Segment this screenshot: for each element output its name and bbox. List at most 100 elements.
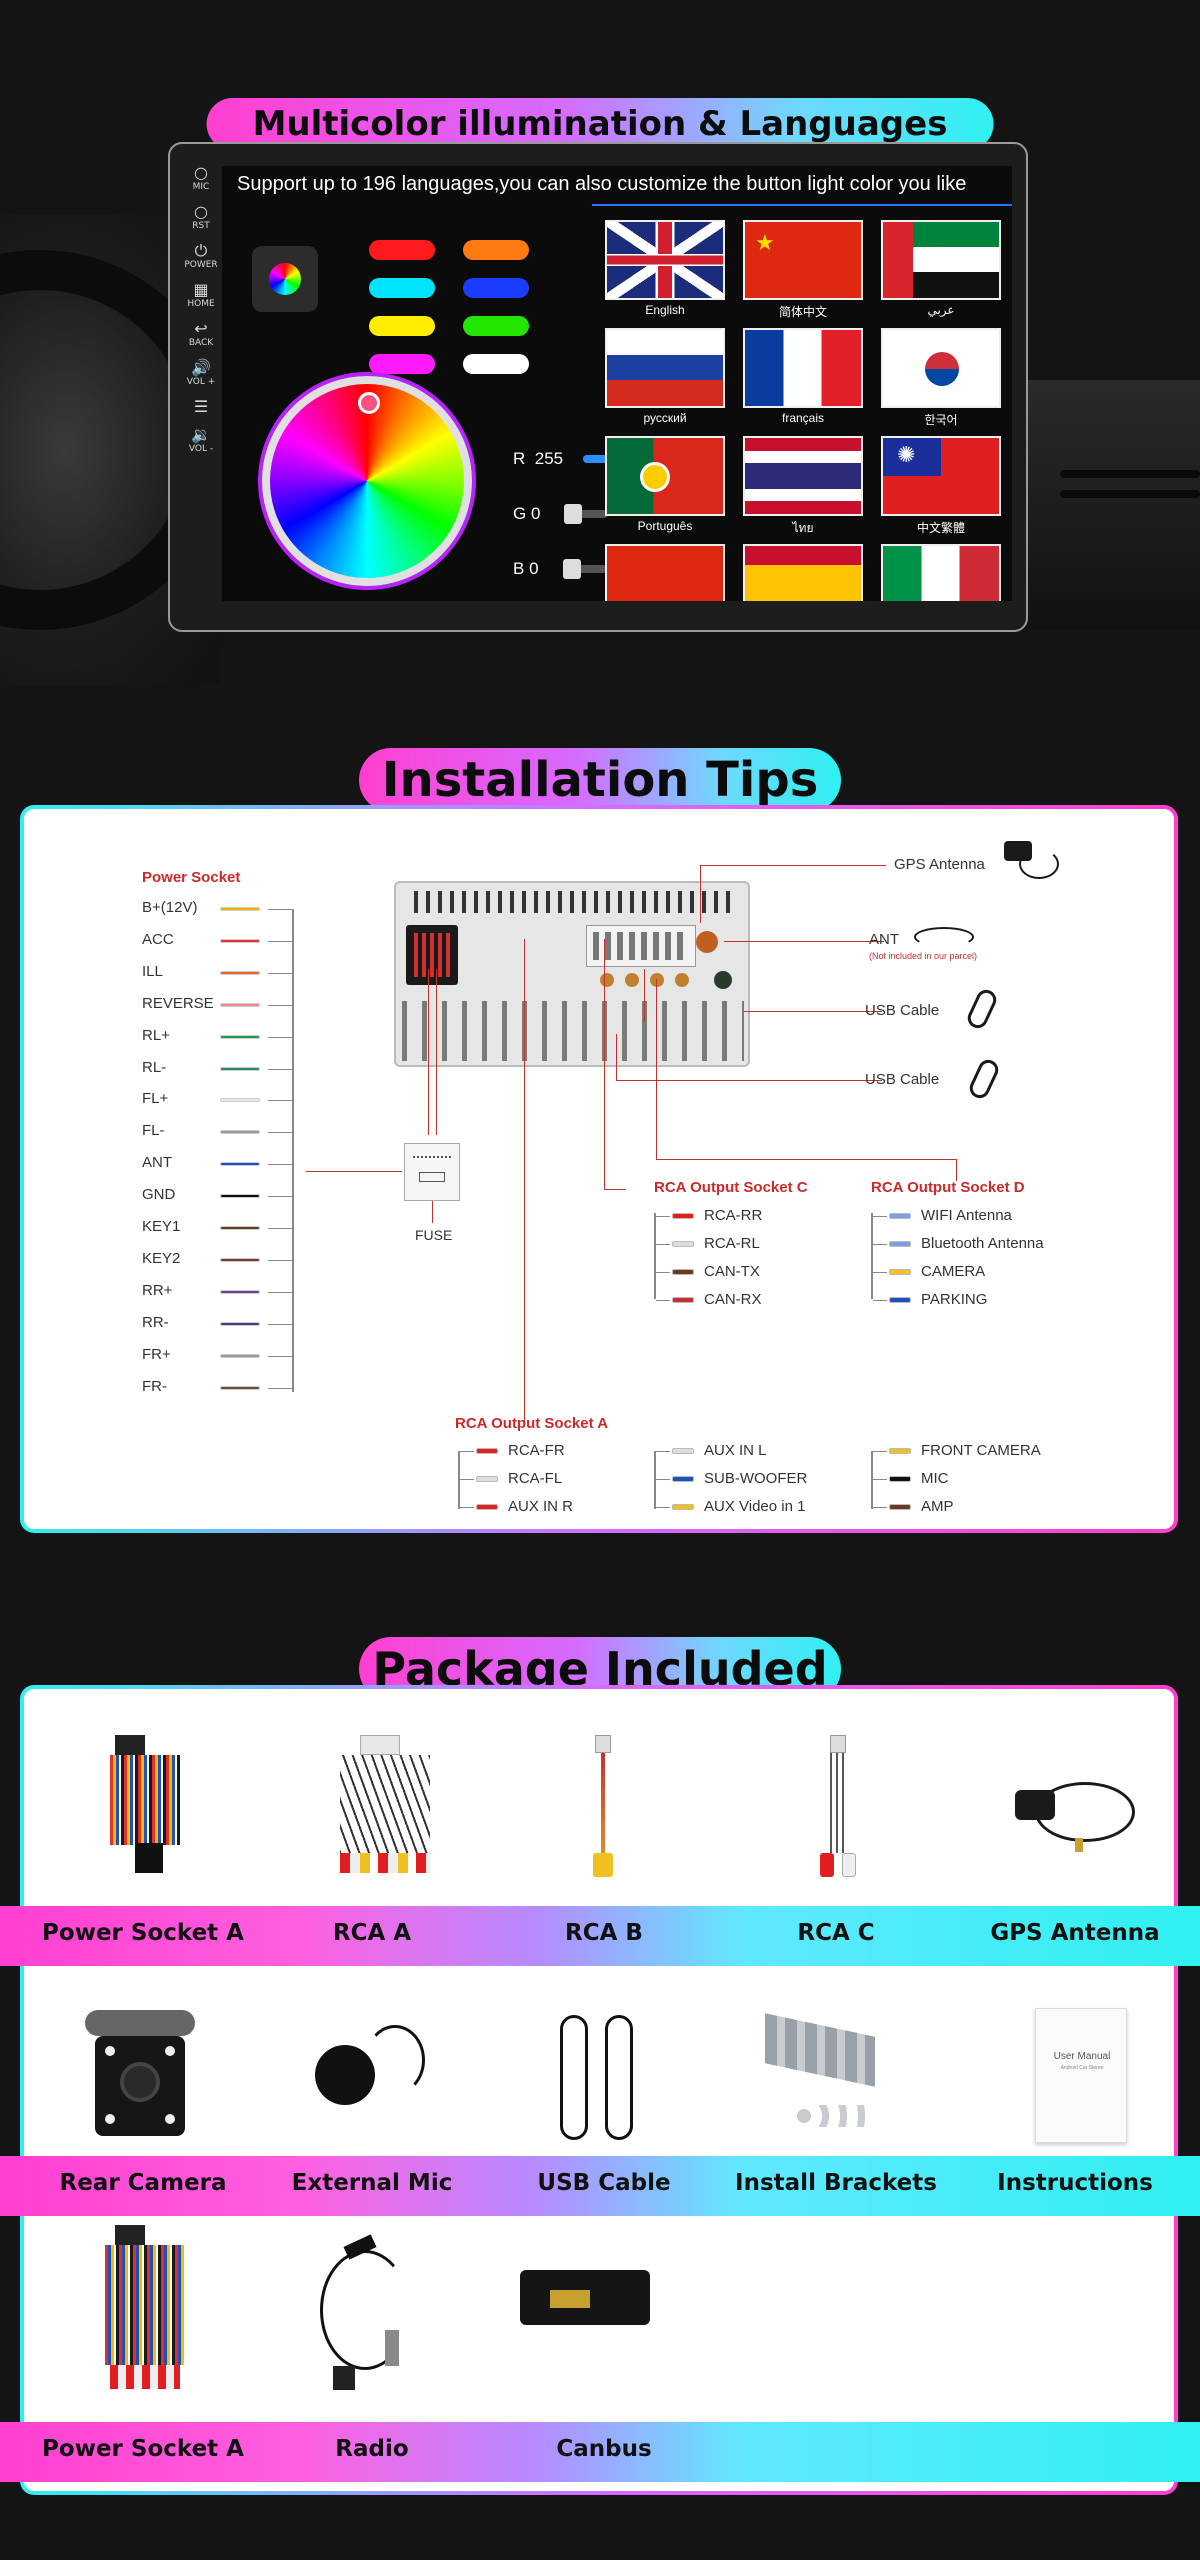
package-panel <box>20 1685 1178 2495</box>
side-button-label: HOME <box>187 299 215 309</box>
rca-connector-icon <box>672 1213 694 1219</box>
flag-icon: ✺ <box>881 436 1001 516</box>
pin-label: FL- <box>142 1122 165 1140</box>
rgb-b-slider[interactable] <box>562 559 607 579</box>
pin-label: ANT <box>142 1154 172 1172</box>
pin-wire <box>220 1034 260 1039</box>
language-option[interactable] <box>743 544 863 601</box>
rgb-g-label: G <box>513 504 527 523</box>
rca-c-image <box>810 1735 870 1885</box>
language-option[interactable]: ✺ 中文繁體 <box>881 436 1001 536</box>
language-option[interactable]: ไทย <box>743 436 863 538</box>
rca-connector-icon <box>476 1476 498 1482</box>
ant-line <box>724 941 884 942</box>
pin-tick <box>268 1259 292 1261</box>
rca-label: PARKING <box>921 1291 988 1308</box>
ant-note: (Not included in our parcel) <box>869 951 978 961</box>
side-button[interactable]: 🔉VOL - <box>184 426 218 455</box>
language-label: 简体中文 <box>778 305 827 319</box>
flag-icon <box>881 544 1001 601</box>
language-label: 한국어 <box>924 413 958 427</box>
hero-title: Multicolor illumination & Languages <box>206 98 994 150</box>
side-button[interactable]: 🔊VOL + <box>184 359 218 388</box>
rca-tick <box>460 1479 474 1480</box>
gps-jack <box>696 931 718 953</box>
rca-label: AMP <box>921 1498 954 1515</box>
package-item-label: External Mic <box>291 2170 453 2196</box>
side-button[interactable]: ○RST <box>184 203 218 232</box>
side-button-icon: ☰ <box>193 397 209 416</box>
manual-subtitle: Android Car Stereo <box>1060 2065 1104 2071</box>
pin-wire <box>220 1002 260 1007</box>
rgb-g-slider[interactable] <box>564 504 609 524</box>
color-swatch[interactable] <box>463 278 529 298</box>
rca-tick <box>873 1507 887 1508</box>
install-title: Installation Tips <box>359 748 841 812</box>
language-option[interactable]: English <box>605 220 725 317</box>
color-swatch[interactable] <box>369 354 435 374</box>
rca-a-title: RCA Output Socket A <box>455 1415 609 1432</box>
language-option[interactable]: ★简体中文 <box>743 220 863 320</box>
side-button-icon: ↩ <box>194 319 208 338</box>
power-socket-a2-image <box>100 2225 190 2395</box>
language-option[interactable]: عربي <box>881 220 1001 317</box>
pin-wire <box>220 1130 260 1135</box>
rca-label: CAN-RX <box>704 1291 762 1308</box>
language-option[interactable]: 한국어 <box>881 328 1001 428</box>
side-button[interactable]: ↩BACK <box>184 320 218 349</box>
bulb-icon[interactable] <box>252 246 318 312</box>
package-item-label: Instructions <box>997 2170 1153 2196</box>
pin-label: RL+ <box>142 1026 170 1044</box>
color-swatch[interactable] <box>369 316 435 336</box>
power-socket-a-image <box>105 1735 185 1875</box>
language-option[interactable] <box>605 544 725 601</box>
usb1-label: USB Cable <box>865 1002 940 1019</box>
side-button[interactable]: ☰ <box>184 398 218 416</box>
language-option[interactable]: français <box>743 328 863 425</box>
flag-icon <box>743 328 863 408</box>
rca-c-line <box>604 939 605 1189</box>
package-band-3 <box>0 2422 1200 2482</box>
canbus-image <box>520 2270 650 2330</box>
language-option[interactable]: русский <box>605 328 725 425</box>
side-button[interactable]: ⏻POWER <box>184 242 218 271</box>
pin-wire <box>220 1289 260 1294</box>
pin-label: FL+ <box>142 1090 169 1108</box>
color-swatch[interactable] <box>369 278 435 298</box>
pin-tick <box>268 1387 292 1389</box>
language-label: Português <box>637 519 693 533</box>
gps-cable-icon <box>1019 849 1059 879</box>
air-vent <box>1060 490 1200 498</box>
rca-d-line <box>656 979 657 1159</box>
power-socket-title: Power Socket <box>142 869 241 886</box>
rca-label: RCA-FR <box>508 1442 565 1459</box>
language-option[interactable] <box>881 544 1001 601</box>
flag-icon <box>881 220 1001 300</box>
pin-wire <box>220 1194 260 1199</box>
color-wheel-knob[interactable] <box>358 392 380 414</box>
rgb-b-label: B <box>513 559 525 578</box>
side-button[interactable]: ○MIC <box>184 164 218 193</box>
vents-lower <box>402 1001 744 1061</box>
usb2-line <box>616 1034 617 1080</box>
rca-label: RCA-FL <box>508 1470 563 1487</box>
package-item-label: RCA A <box>332 1920 412 1946</box>
pin-label: FR+ <box>142 1345 171 1363</box>
language-label: 中文繁體 <box>916 521 965 535</box>
rca-label: AUX IN R <box>508 1498 574 1515</box>
side-button[interactable]: ▦HOME <box>184 281 218 310</box>
pin-tick <box>268 1355 292 1357</box>
color-swatch[interactable] <box>369 240 435 260</box>
color-swatch[interactable] <box>463 316 529 336</box>
rgb-g-value: 0 <box>530 504 541 523</box>
language-option[interactable]: Português <box>605 436 725 533</box>
package-item-label: Power Socket A <box>42 2436 244 2462</box>
rca-tick <box>873 1272 887 1273</box>
color-swatch[interactable] <box>463 354 529 374</box>
package-item-label: RCA B <box>565 1920 643 1946</box>
color-swatch[interactable] <box>463 240 529 260</box>
pin-label: FR- <box>142 1377 167 1395</box>
side-button-label: VOL - <box>188 444 214 454</box>
side-button-icon: 🔉 <box>191 425 211 444</box>
color-wheel[interactable] <box>262 376 472 586</box>
